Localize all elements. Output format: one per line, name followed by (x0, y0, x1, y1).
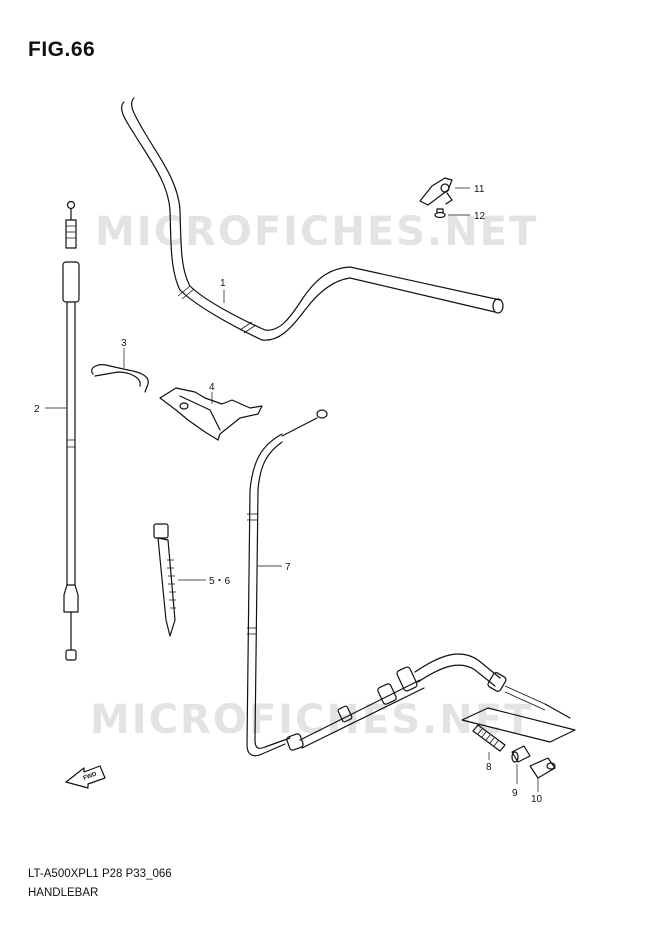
callout-9: 9 (512, 788, 518, 799)
screw-part-12[interactable] (434, 208, 446, 219)
figure-title: FIG.66 (28, 38, 96, 61)
cable-part-2[interactable] (62, 200, 80, 661)
nut-part-10[interactable] (529, 757, 556, 779)
callout-8: 8 (486, 762, 492, 773)
callout-1: 1 (220, 278, 226, 289)
fwd-label: FWD (83, 771, 99, 782)
callout-3: 3 (121, 338, 127, 349)
throttle-cable-part-7[interactable] (246, 409, 571, 757)
callout-7: 7 (285, 562, 291, 573)
callout-5-6: 5・6 (209, 576, 231, 587)
callout-10: 10 (531, 794, 543, 805)
footer-figure-name: HANDLEBAR (28, 887, 99, 899)
handlebar-part[interactable] (121, 97, 504, 341)
callout-2: 2 (34, 404, 40, 415)
watermark-bottom: MICROFICHES.NET (90, 697, 533, 743)
adjuster-part-8[interactable] (472, 724, 506, 752)
tie-band-part-5-6[interactable] (153, 523, 176, 637)
label-plate (461, 707, 576, 743)
callout-11: 11 (474, 184, 485, 195)
clip-part-3[interactable] (91, 364, 149, 393)
footer-model-code: LT-A500XPL1 P28 P33_066 (28, 868, 172, 880)
fwd-arrow-icon: FWD (65, 765, 106, 789)
leader-lines (45, 187, 539, 792)
callout-4: 4 (209, 382, 215, 393)
holder-part-4[interactable] (159, 387, 263, 441)
sleeve-part-9[interactable] (511, 745, 531, 763)
bracket-part-11[interactable] (419, 177, 453, 206)
callout-12: 12 (474, 211, 486, 222)
watermark-top: MICROFICHES.NET (95, 209, 538, 255)
